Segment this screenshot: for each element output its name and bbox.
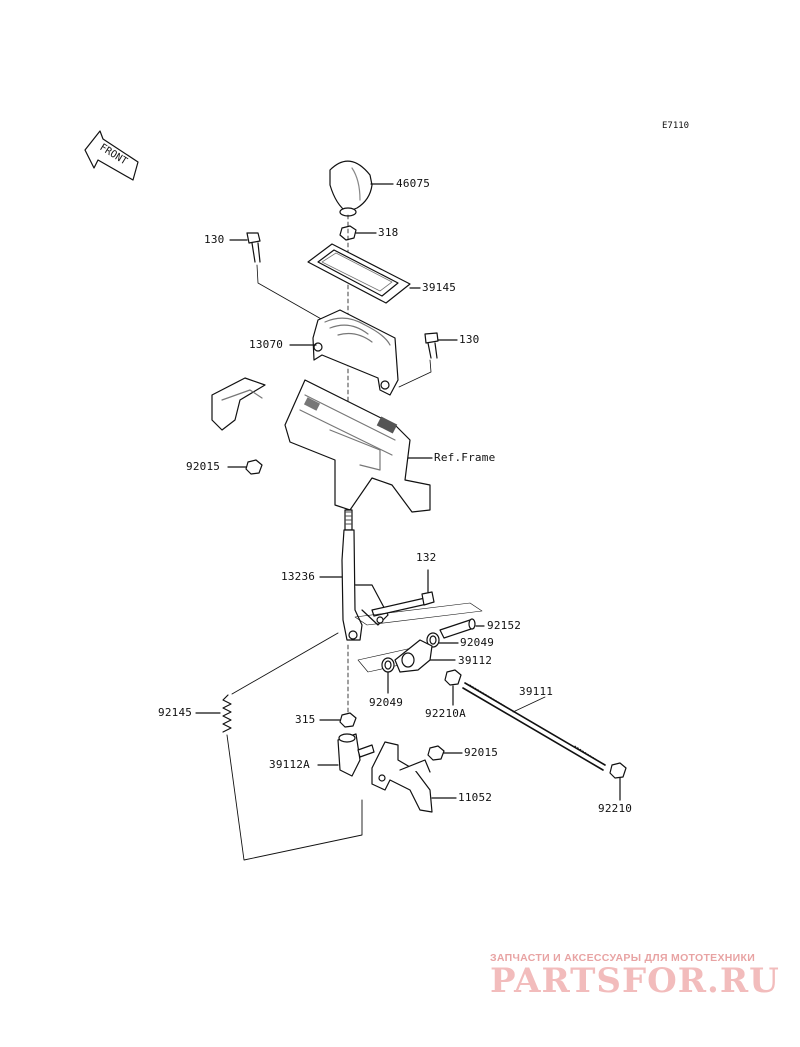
callout-130-left: 130 — [204, 233, 225, 246]
reference-frame — [211, 377, 433, 513]
bolt-132 — [371, 569, 435, 617]
nut-92015-upper — [227, 459, 263, 475]
callout-92015-lower: 92015 — [464, 746, 499, 759]
callout-39112: 39112 — [458, 654, 493, 667]
diagram-code: E7110 — [662, 121, 690, 131]
callout-39112A: 39112A — [269, 758, 310, 771]
nut-92015-lower — [427, 745, 463, 761]
callout-13236: 13236 — [281, 570, 316, 583]
gate-plate-39145 — [307, 243, 421, 304]
front-arrow-icon: FRONT — [84, 130, 139, 181]
washer-92049-upper — [426, 632, 459, 648]
callout-11052: 11052 — [458, 791, 493, 804]
callout-13070: 13070 — [249, 338, 284, 351]
nut-92210 — [609, 762, 627, 801]
callout-132: 132 — [416, 551, 437, 564]
washer-92049-lower — [381, 657, 395, 694]
rod-end-39112A — [317, 733, 375, 777]
bolt-130-right — [398, 332, 458, 388]
callout-92049-upper: 92049 — [460, 636, 495, 649]
callout-39145: 39145 — [422, 281, 457, 294]
callout-92145: 92145 — [158, 706, 193, 719]
nut-92210A — [444, 669, 462, 706]
callout-92152: 92152 — [487, 619, 522, 632]
bolt-130-left — [229, 232, 324, 321]
spring-92145 — [195, 632, 363, 861]
collar-92152 — [439, 618, 485, 639]
rod-39111 — [462, 682, 606, 771]
shift-knob-46075 — [329, 160, 394, 217]
callout-92210A: 92210A — [425, 707, 466, 720]
watermark-caption: ЗАПЧАСТИ И АКСЕССУАРЫ ДЛЯ МОТОТЕХНИКИ — [490, 952, 756, 964]
callout-46075: 46075 — [396, 177, 431, 190]
callout-130-right: 130 — [459, 333, 480, 346]
nut-315 — [319, 644, 357, 728]
callout-39111: 39111 — [519, 685, 554, 698]
callout-92210: 92210 — [598, 802, 633, 815]
bracket-11052 — [371, 741, 457, 813]
callout-315: 315 — [295, 713, 316, 726]
gate-bracket-13070 — [289, 309, 399, 396]
callout-318: 318 — [378, 226, 399, 239]
callout-92049-lower: 92049 — [369, 696, 404, 709]
shift-lever-13236 — [319, 509, 389, 641]
watermark-logo: PARTSFOR.RU — [490, 961, 780, 1001]
rod-end-39112 — [394, 639, 456, 673]
callout-92015-upper: 92015 — [186, 460, 221, 473]
callout-ref-frame: Ref.Frame — [434, 451, 496, 464]
nut-318 — [339, 225, 377, 241]
